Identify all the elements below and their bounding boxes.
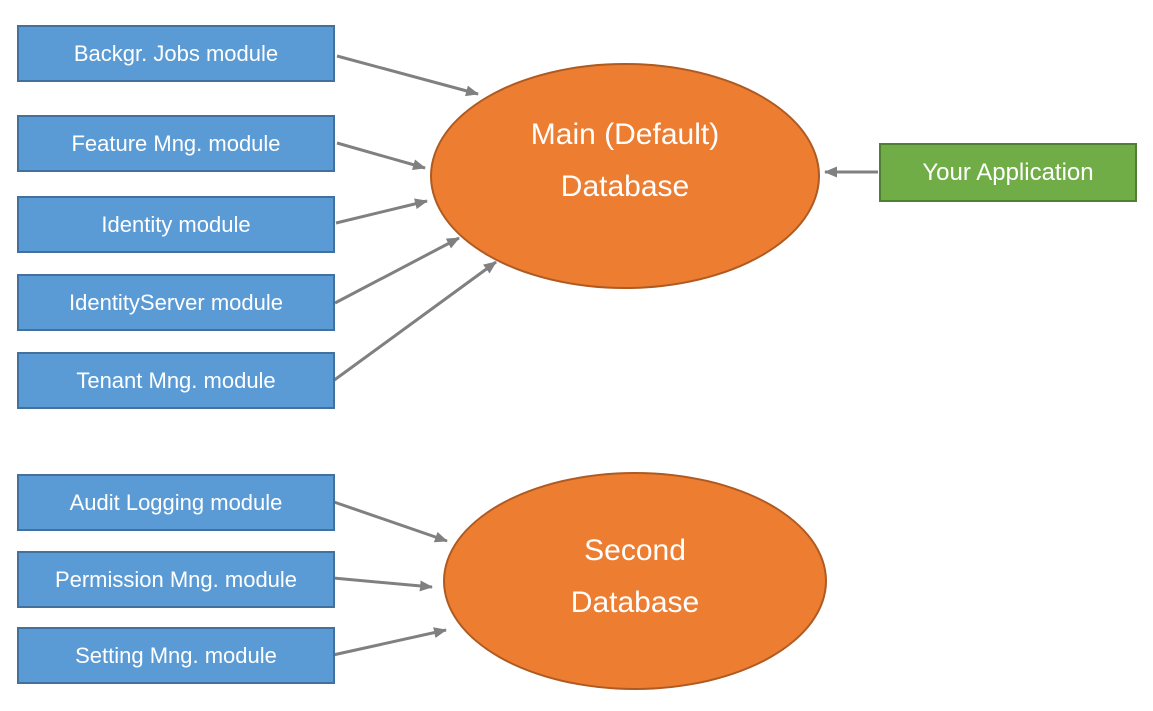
main-database-label-line1: Main (Default) <box>530 118 720 151</box>
module-box-audit-logging: Audit Logging module <box>17 474 335 531</box>
module-box-permission-mng: Permission Mng. module <box>17 551 335 608</box>
module-box-feature-mng: Feature Mng. module <box>17 115 335 172</box>
arrow-tenant-mng-to-main-db <box>332 260 497 383</box>
module-label: Permission Mng. module <box>54 566 298 592</box>
second-database-ellipse: Second Database <box>443 472 827 690</box>
module-box-backgr-jobs: Backgr. Jobs module <box>17 25 335 82</box>
main-database-label-line2: Database <box>560 170 690 203</box>
your-application-box: Your Application <box>879 143 1137 202</box>
second-database-label-line1: Second <box>584 534 686 567</box>
module-label: Backgr. Jobs module <box>73 40 279 66</box>
main-database-label: Main (Default) Database <box>531 109 719 213</box>
arrow-permission-mng-to-second-db <box>332 576 433 592</box>
module-box-identity: Identity module <box>17 196 335 253</box>
module-label: Setting Mng. module <box>75 642 277 668</box>
main-database-ellipse: Main (Default) Database <box>430 63 820 289</box>
your-application-label: Your Application <box>922 158 1094 186</box>
arrow-feature-mng-to-main-db <box>336 141 426 171</box>
second-database-label-line2: Database <box>570 586 700 619</box>
module-label: IdentityServer module <box>69 289 283 315</box>
arrow-setting-mng-to-second-db <box>332 627 447 657</box>
module-label: Feature Mng. module <box>71 130 281 156</box>
arrow-identityserver-to-main-db <box>334 236 460 305</box>
second-database-label: Second Database <box>571 525 699 629</box>
module-label: Audit Logging module <box>69 489 283 515</box>
module-label: Identity module <box>101 211 251 237</box>
module-box-tenant-mng: Tenant Mng. module <box>17 352 335 409</box>
module-box-identityserver: IdentityServer module <box>17 274 335 331</box>
module-label: Tenant Mng. module <box>76 367 276 393</box>
arrow-identity-to-main-db <box>335 198 428 225</box>
arrow-backgr-jobs-to-main-db <box>336 54 479 97</box>
module-box-setting-mng: Setting Mng. module <box>17 627 335 684</box>
arrow-audit-logging-to-second-db <box>333 500 448 543</box>
